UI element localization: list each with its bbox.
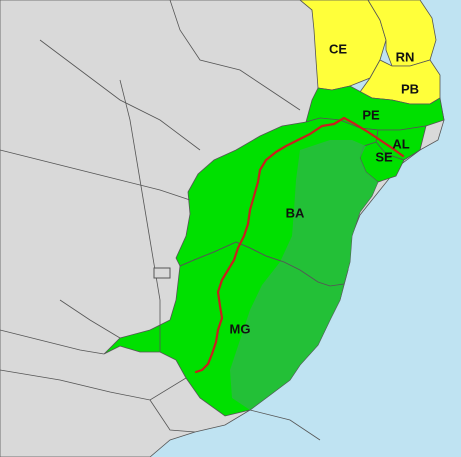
federal-district-marker bbox=[153, 267, 171, 279]
label-ba: BA bbox=[286, 205, 305, 220]
label-al: AL bbox=[392, 136, 409, 151]
label-mg: MG bbox=[230, 321, 251, 336]
label-se: SE bbox=[375, 149, 393, 164]
outside-state-borders bbox=[0, 0, 321, 441]
state-border-ba-mg bbox=[179, 241, 345, 287]
label-rn: RN bbox=[396, 49, 415, 64]
label-pe: PE bbox=[362, 107, 380, 122]
label-pb: PB bbox=[401, 81, 419, 96]
dark-green-region bbox=[230, 140, 378, 410]
label-ce: CE bbox=[329, 41, 347, 56]
river-line bbox=[194, 116, 405, 374]
